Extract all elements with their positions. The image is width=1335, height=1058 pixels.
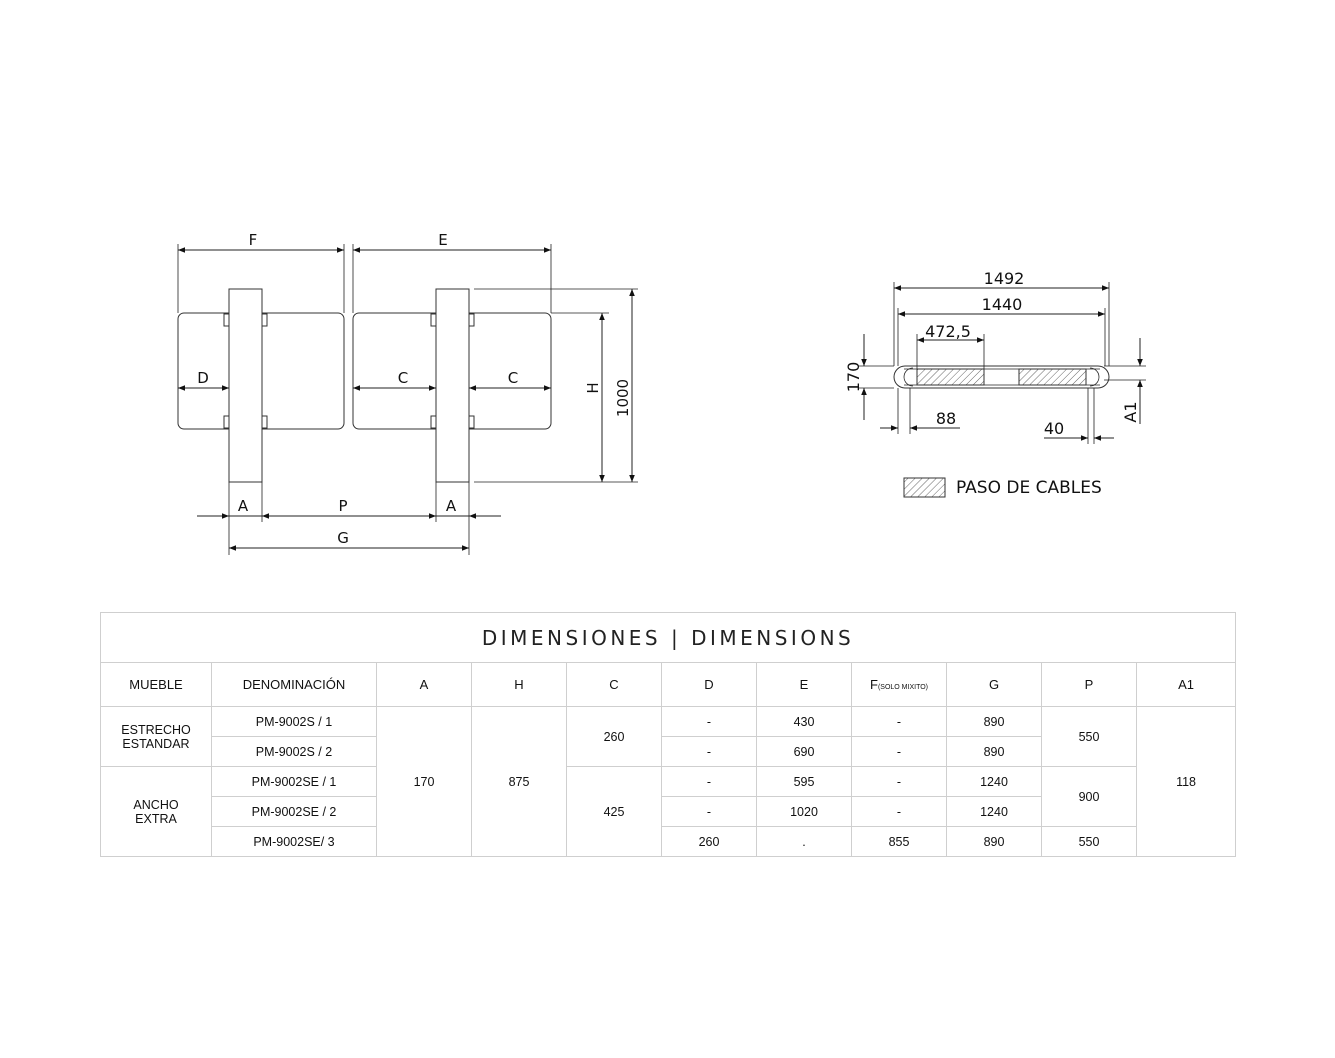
cell-e: 595	[756, 766, 852, 797]
cell-g: 890	[946, 736, 1042, 767]
header-f-label: F	[870, 677, 878, 692]
dim-overall: 1492	[984, 269, 1025, 288]
dim-label-p: P	[338, 497, 347, 515]
cell-f: -	[851, 796, 947, 827]
cell-name: PM-9002SE / 2	[211, 796, 377, 827]
bracket	[223, 313, 230, 327]
legend-hatch-swatch	[903, 477, 946, 498]
dim-edge: 40	[1044, 419, 1064, 438]
dim-label-c-left: C	[398, 369, 408, 387]
dim-label-f: F	[249, 231, 258, 249]
leg-left	[228, 288, 263, 483]
group-label: ESTANDAR	[122, 736, 190, 751]
header-f-note: (SOLO MIXITO)	[877, 684, 928, 691]
cell-d: -	[661, 796, 757, 827]
cell-d: 260	[661, 826, 757, 857]
dim-offset: 88	[936, 409, 956, 428]
cell-name: PM-9002SE / 1	[211, 766, 377, 797]
top-view: 1492 1440 472,5 170 88 40	[844, 269, 1146, 498]
cell-f: -	[851, 766, 947, 797]
front-view: F E D C C H 1000 A P A	[177, 231, 638, 555]
bracket	[261, 313, 268, 327]
dim-label-h: H	[584, 382, 602, 393]
bracket	[223, 415, 230, 429]
group-label: ESTRECHO	[121, 722, 191, 737]
cell-f: 855	[851, 826, 947, 857]
cell-p-group2: 900	[1041, 766, 1137, 827]
bracket	[430, 313, 437, 327]
cell-f: -	[851, 736, 947, 767]
header-e: E	[756, 662, 852, 707]
bracket	[430, 415, 437, 429]
table-title: DIMENSIONES | DIMENSIONS	[99, 612, 1237, 663]
cell-name: PM-9002S / 2	[211, 736, 377, 767]
bracket	[468, 415, 475, 429]
group-label: EXTRA	[135, 811, 177, 826]
cell-f: -	[851, 706, 947, 737]
header-g: G	[946, 662, 1042, 707]
dim-inner: 1440	[982, 295, 1023, 314]
dim-depth: 170	[844, 362, 863, 393]
table-row: PM-9002S / 2 - 690 - 890	[101, 736, 1236, 767]
cell-p-group1: 550	[1041, 706, 1137, 767]
cell-e: 1020	[756, 796, 852, 827]
cell-e: .	[756, 826, 852, 857]
cable-slot-left	[916, 368, 985, 386]
cable-slot-right	[1018, 368, 1087, 386]
dim-a1: A1	[1121, 401, 1140, 422]
cell-a-shared: 170	[376, 706, 472, 857]
header-f: F(SOLO MIXITO)	[851, 662, 947, 707]
cell-d: -	[661, 766, 757, 797]
header-a1: A1	[1135, 662, 1237, 707]
bracket	[468, 313, 475, 327]
dim-label-c-right: C	[508, 369, 518, 387]
cell-a1-shared: 118	[1135, 706, 1237, 857]
bracket	[261, 415, 268, 429]
cell-c-group2: 425	[566, 766, 662, 857]
table-header-row: MUEBLE DENOMINACIÓN A H C D E F(SOLO MIX…	[100, 662, 1237, 707]
dim-label-e: E	[438, 231, 447, 249]
header-mueble: MUEBLE	[100, 662, 212, 707]
cell-p: 550	[1041, 826, 1137, 857]
dim-label-g: G	[337, 529, 349, 547]
cell-g: 1240	[946, 766, 1042, 797]
header-d: D	[661, 662, 757, 707]
cell-h-shared: 875	[471, 706, 567, 857]
cell-e: 690	[756, 736, 852, 767]
leg-right	[435, 288, 470, 483]
technical-drawing: F E D C C H 1000 A P A	[177, 231, 1146, 555]
header-a: A	[376, 662, 472, 707]
header-c: C	[566, 662, 662, 707]
cell-name: PM-9002S / 1	[211, 706, 377, 737]
dim-label-total-height: 1000	[614, 379, 632, 417]
dim-label-a-left: A	[238, 497, 249, 515]
table-row: PM-9002SE / 2 - 1020 - 1240	[101, 796, 1236, 827]
cell-d: -	[661, 736, 757, 767]
header-h: H	[471, 662, 567, 707]
legend-label: PASO DE CABLES	[956, 478, 1102, 498]
cell-d: -	[661, 706, 757, 737]
cell-g: 1240	[946, 796, 1042, 827]
group-label: ANCHO	[133, 797, 179, 812]
dimensions-table: DIMENSIONES | DIMENSIONS MUEBLE DENOMINA…	[99, 612, 1237, 857]
cell-name: PM-9002SE/ 3	[211, 826, 377, 857]
dim-label-a-right: A	[446, 497, 457, 515]
dim-label-d: D	[197, 369, 209, 387]
dim-slot: 472,5	[925, 322, 971, 341]
cell-g: 890	[946, 826, 1042, 857]
cell-g: 890	[946, 706, 1042, 737]
header-p: P	[1041, 662, 1137, 707]
cell-e: 430	[756, 706, 852, 737]
table-row: PM-9002SE/ 3 260 . 855 890 550	[101, 826, 1236, 857]
cell-c-group1: 260	[566, 706, 662, 767]
header-denominacion: DENOMINACIÓN	[211, 662, 377, 707]
